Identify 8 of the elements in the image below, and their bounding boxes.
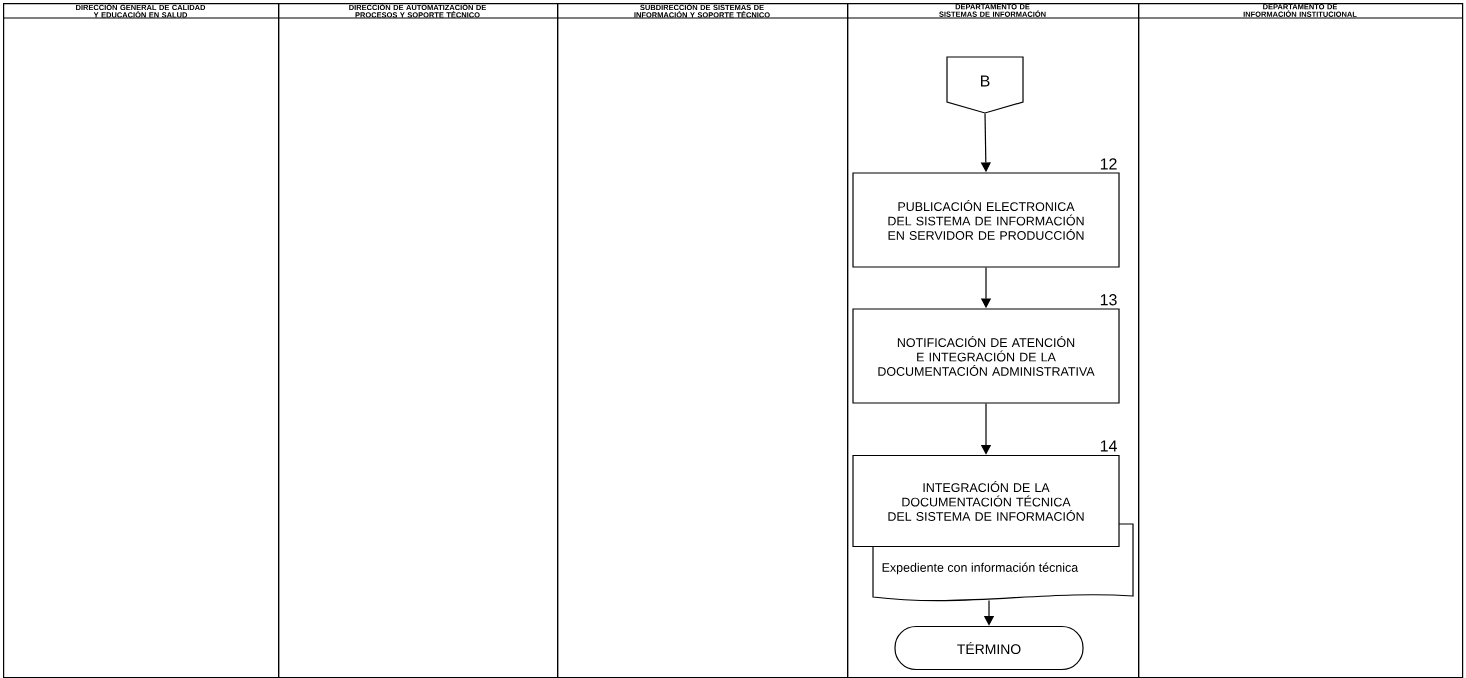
step-number: 12 [1100,158,1117,170]
step-number: 14 [1100,440,1117,452]
step-number: 13 [1100,294,1117,306]
process-box: PUBLICACIÓN ELECTRONICA DEL SISTEMA DE INFORMACIÓN EN SERVIDOR DE PRODUCCIÓN [852,172,1120,268]
process-box: NOTIFICACIÓN DE ATENCIÓN E INTEGRACIÓN DE LA DOCUMENTACIÓN ADMINISTRATIVA [852,308,1120,404]
off-page-connector: B [946,56,1024,114]
terminal: TÉRMINO [894,625,1084,671]
process-box: INTEGRACIÓN DE LA DOCUMENTACIÓN TÉCNICA DEL SISTEMA DE INFORMACIÓN [852,454,1120,548]
